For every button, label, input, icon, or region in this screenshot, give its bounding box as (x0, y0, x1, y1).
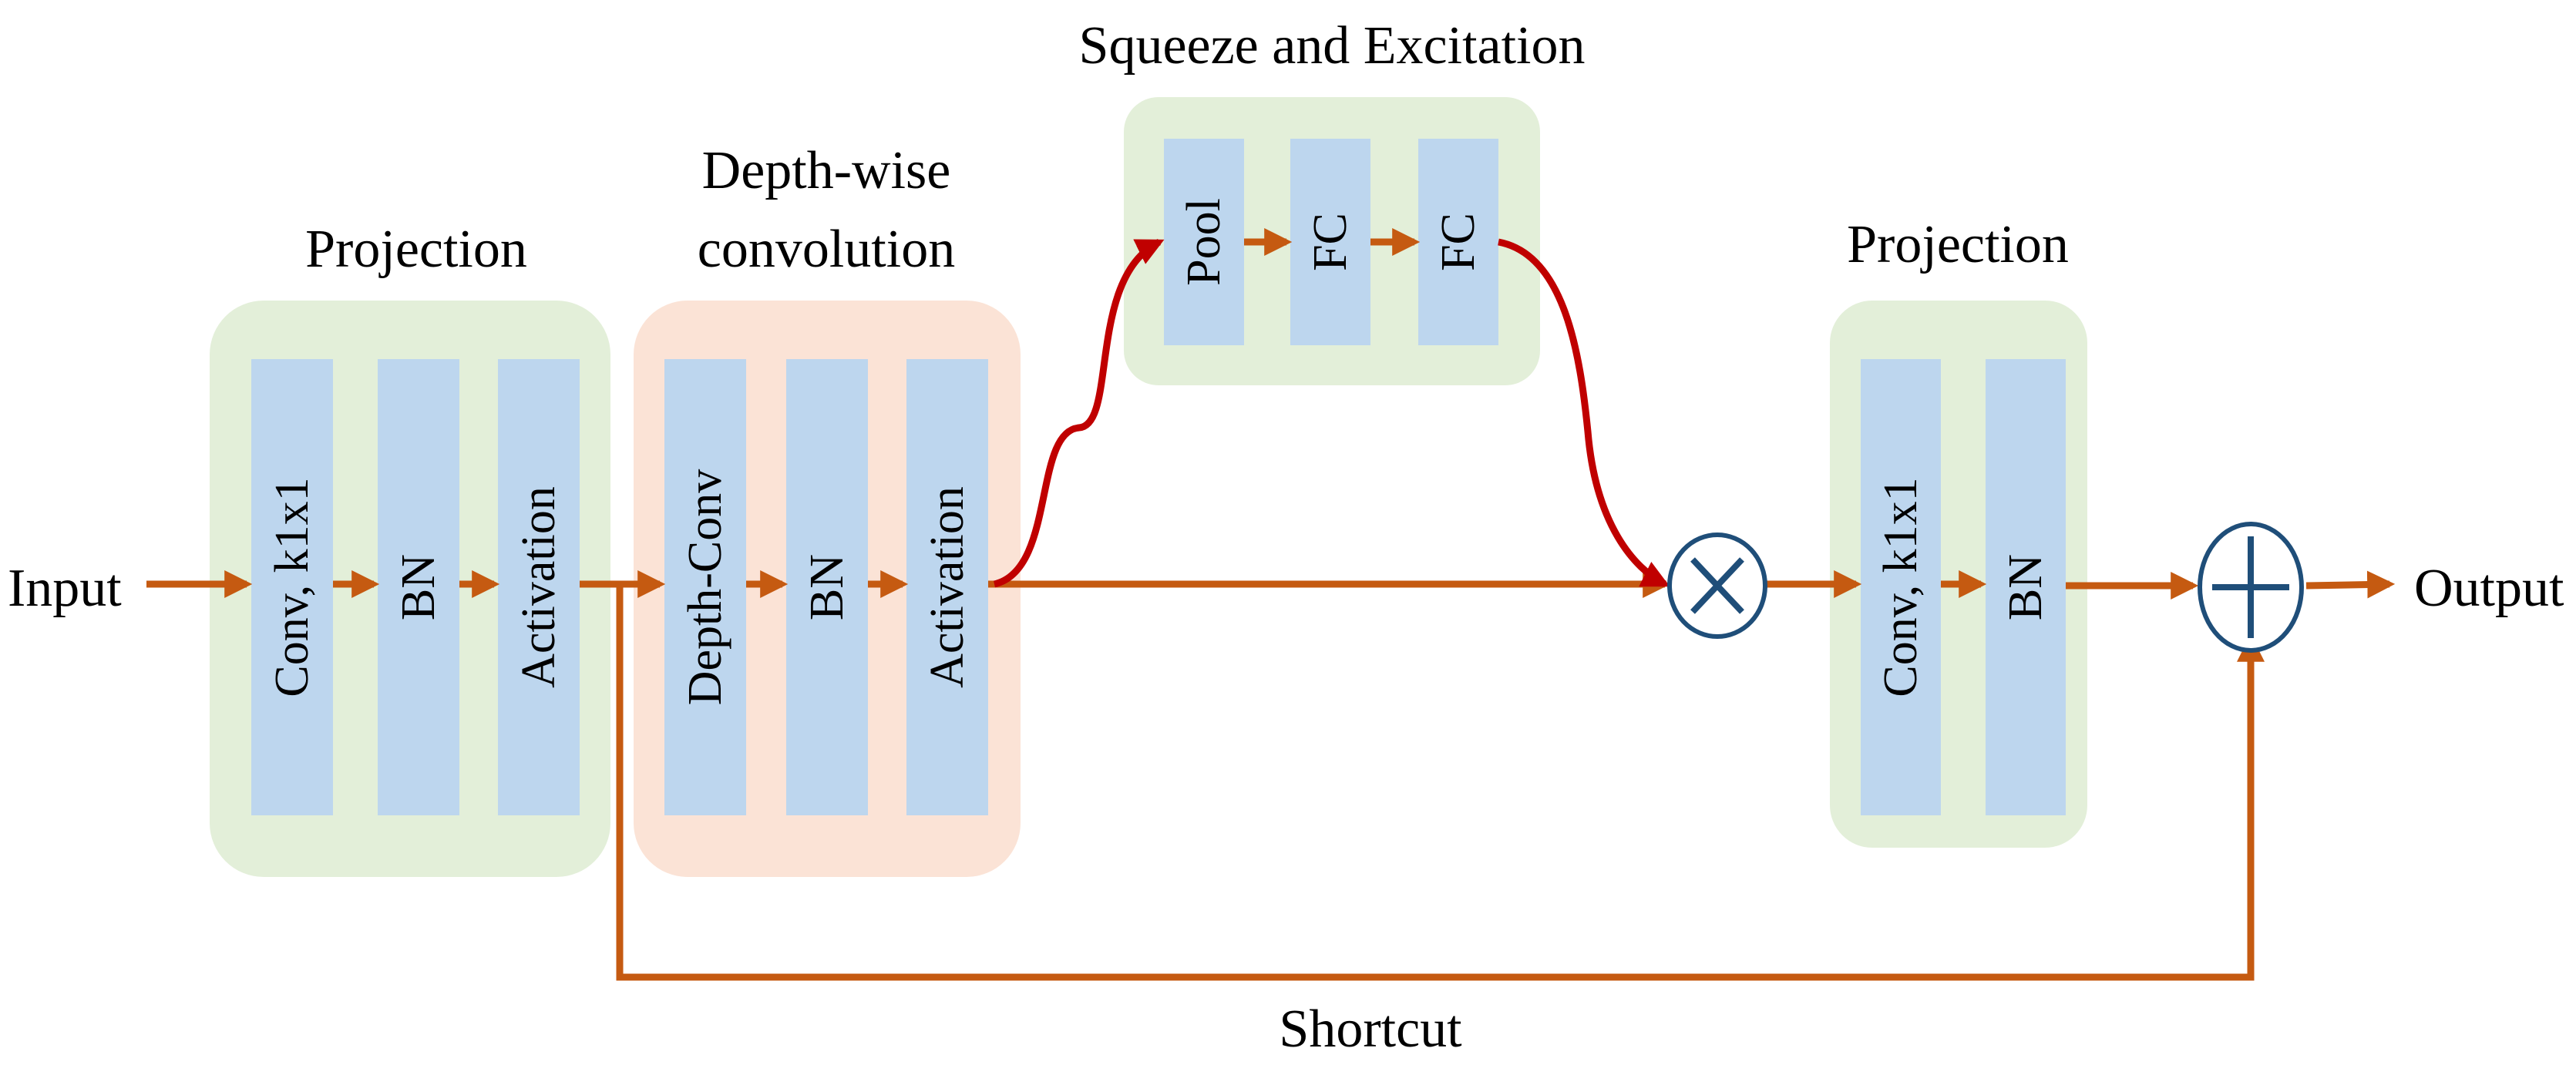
arrow-shortcut (616, 584, 2265, 981)
proj1-conv-label: Conv, k1x1 (266, 477, 318, 697)
dw-activation-label: Activation (921, 486, 974, 688)
se-fc1-layer (1290, 139, 1370, 345)
se-pool-label: Pool (1178, 198, 1230, 286)
dw-bn-layer (786, 359, 868, 815)
dw-depthconv-layer (664, 359, 746, 815)
proj1-activation-layer (498, 359, 580, 815)
proj2-bn-layer (1986, 359, 2066, 815)
se-fc2-layer (1418, 139, 1498, 345)
output-label: Output (2414, 559, 2564, 618)
depthwise-title-line1: Depth-wise (702, 141, 951, 200)
se-title: Squeeze and Excitation (1079, 16, 1586, 76)
shortcut-label: Shortcut (1279, 999, 1462, 1059)
multiply-operator (1667, 532, 1767, 639)
projection2-title: Projection (1847, 215, 2069, 274)
arrow-activation-to-pool (993, 238, 1165, 588)
arrow-add-to-output (2305, 570, 2396, 599)
multiply-cross-b (1690, 557, 1744, 614)
proj1-bn-layer (378, 359, 459, 815)
projection1-title: Projection (305, 220, 527, 279)
add-operator (2198, 522, 2304, 653)
se-fc1-label: FC (1304, 213, 1357, 271)
dw-depthconv-label: Depth-Conv (679, 469, 731, 706)
se-pool-layer (1164, 139, 1244, 345)
dw-bn-label: BN (801, 554, 853, 620)
proj1-activation-label: Activation (513, 486, 565, 688)
proj1-bn-label: BN (392, 554, 445, 620)
depthwise-title-line2: convolution (698, 220, 955, 279)
proj2-bn-label: BN (1999, 554, 2052, 620)
se-fc2-label: FC (1432, 213, 1485, 271)
proj2-conv-layer (1861, 359, 1941, 815)
proj1-conv-layer (251, 359, 333, 815)
dw-activation-layer (906, 359, 988, 815)
input-label: Input (8, 559, 122, 618)
arrow-fc-to-multiply (1498, 238, 1670, 588)
proj2-conv-label: Conv, k1x1 (1875, 477, 1927, 697)
